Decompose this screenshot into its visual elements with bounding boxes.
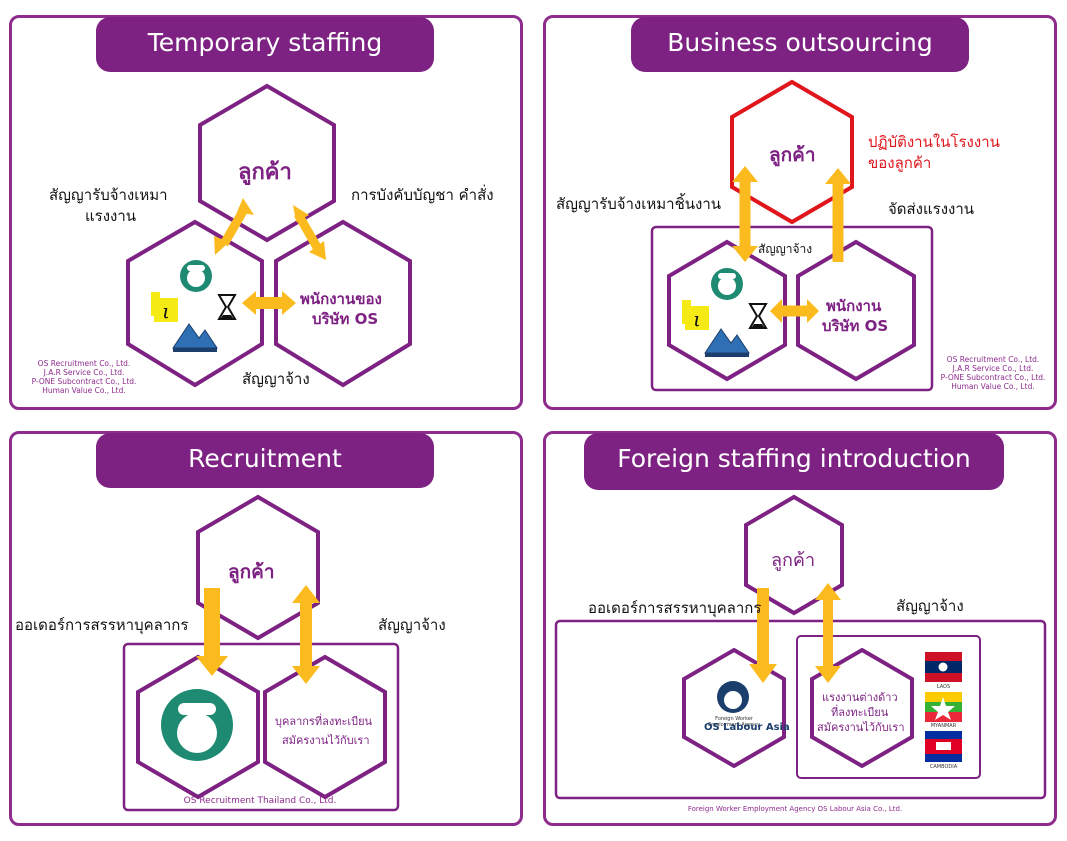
recruitment-frame: [122, 642, 400, 812]
os-group-frame: [650, 225, 934, 392]
flag-laos-icon: [925, 652, 962, 682]
company-list: OS Recruitment Co., Ltd. J.A.R Service C…: [31, 359, 137, 395]
employment-contract-label: สัญญาจ้าง: [758, 242, 813, 256]
recruitment-order-label: ออเดอร์การสรรหาบุคลากร: [15, 616, 189, 634]
customer-label: ลูกค้า: [238, 160, 292, 185]
contract-label-line2: แรงงาน: [85, 207, 137, 225]
customer-label: ลูกค้า: [769, 144, 816, 166]
employee-label-line2: บริษัท OS: [312, 310, 379, 328]
hex-employee: [796, 239, 916, 382]
title-foreign-staffing: Foreign staffing introduction: [584, 433, 1004, 490]
flag-label-laos: LAOS: [936, 684, 951, 690]
hex-workers: [810, 647, 914, 769]
panel-foreign-staffing: [543, 431, 1057, 826]
command-label: การบังคับบัญชา คำสั่ง: [351, 186, 494, 204]
factory-label-line1: ปฏิบัติงานในโรงงาน: [868, 133, 1000, 151]
title-business-outsourcing: Business outsourcing: [631, 17, 969, 72]
foreign-frame: [554, 619, 1047, 800]
hex-os-group: [126, 219, 264, 388]
customer-label: ลูกค้า: [228, 561, 275, 583]
company-footer: OS Recruitment Thailand Co., Ltd.: [183, 796, 337, 806]
title-recruitment: Recruitment: [96, 433, 434, 488]
flag-label-myanmar: MYANMAR: [930, 723, 957, 729]
employee-label-line1: พนักงาน: [826, 297, 882, 315]
recruitment-order-label: ออเดอร์การสรรหาบุคลากร: [588, 599, 762, 617]
hex-customer: [744, 494, 844, 616]
registered-label-line2: สมัครงานไว้กับเรา: [282, 734, 370, 747]
customer-label: ลูกค้า: [771, 550, 816, 571]
registered-label-line1: บุคลากรที่ลงทะเบียน: [275, 715, 373, 728]
agency-name: OS Labour Asia: [704, 722, 790, 733]
workers-label-line1: แรงงานต่างด้าว: [822, 691, 898, 704]
employment-contract-label: สัญญาจ้าง: [378, 616, 446, 634]
company-footer: Foreign Worker Employment Agency OS Labo…: [687, 805, 903, 813]
workers-label-line3: สมัครงานไว้กับเรา: [817, 721, 905, 734]
hex-employee: [274, 219, 412, 388]
hex-registered: [263, 654, 387, 800]
employment-contract-label: สัญญาจ้าง: [896, 597, 964, 615]
flag-label-cambodia: CAMBODIA: [929, 764, 958, 770]
company-list: OS Recruitment Co., Ltd. J.A.R Service C…: [940, 355, 1046, 391]
workers-frame: [796, 635, 981, 779]
flag-cambodia-icon: [925, 731, 962, 762]
contract-label-line1: สัญญารับจ้างเหมา: [49, 186, 168, 204]
arrow-customer-to-employee: [294, 211, 322, 252]
title-temporary-staffing: Temporary staffing: [96, 17, 434, 72]
hex-customer: [196, 494, 320, 641]
hex-customer-red: [730, 79, 854, 225]
piecework-contract-label: สัญญารับจ้างเหมาชิ้นงาน: [556, 195, 722, 213]
dispatch-label: จัดส่งแรงงาน: [888, 200, 975, 218]
agency-subtitle: Foreign Worker Employment Agency: [708, 716, 760, 728]
employment-contract-label: สัญญาจ้าง: [242, 370, 310, 388]
employee-label-line2: บริษัท OS: [822, 317, 889, 335]
hex-os-group: [667, 239, 787, 382]
flag-myanmar-icon: [925, 692, 962, 722]
workers-label-line2: ที่ลงทะเบียน: [831, 706, 889, 719]
employee-label-line1: พนักงานของ: [300, 290, 382, 308]
factory-label-line2: ของลูกค้า: [868, 154, 932, 172]
hex-customer: [198, 83, 336, 243]
